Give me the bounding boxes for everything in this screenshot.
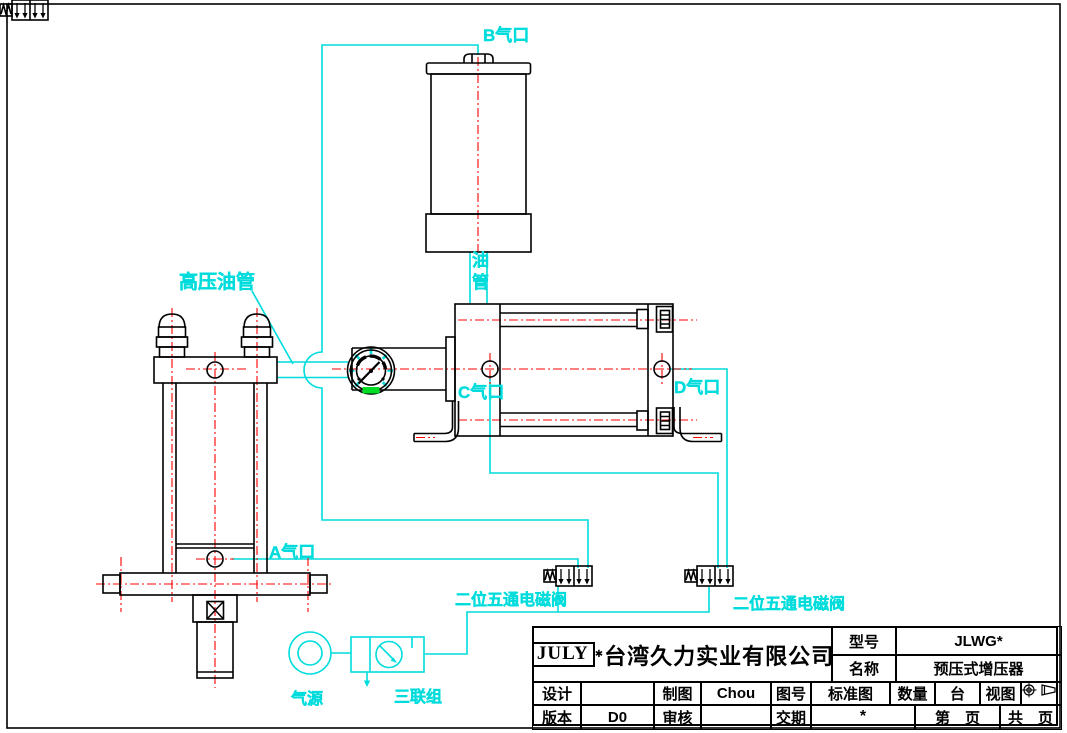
version-label: 版本 xyxy=(532,704,582,730)
delivery-value: * xyxy=(810,704,916,730)
page-border xyxy=(6,3,1061,729)
label-air-source: 气源 xyxy=(291,691,324,708)
label-frl-unit: 三联组 xyxy=(394,689,443,706)
projection-icons xyxy=(1021,682,1056,698)
name-value: 预压式增压器 xyxy=(895,654,1062,683)
draft-label: 制图 xyxy=(653,681,702,706)
solenoid-valve-1-symbol xyxy=(543,565,593,587)
oil-reservoir xyxy=(425,53,532,253)
pneumatic-lines xyxy=(232,44,728,687)
line-oil-pipe xyxy=(469,252,488,304)
review-label: 审核 xyxy=(653,704,702,730)
gauge-green-window xyxy=(362,387,380,394)
frl-symbol xyxy=(350,636,425,687)
page-number-cell: 第 页 xyxy=(914,704,1001,730)
pressure-gauge xyxy=(346,346,396,395)
name-label: 名称 xyxy=(831,654,897,683)
draft-value: Chou xyxy=(700,681,772,706)
title-block: JULY ✱ 台湾久力实业有限公司 型号 JLWG* 名称 预压式增压器 设计 … xyxy=(532,626,1062,730)
label-port-a: A气口 xyxy=(269,543,316,562)
machine-geometry xyxy=(0,0,734,679)
label-hp-oil-pipe: 高压油管 xyxy=(179,272,256,293)
drawing-no-label: 图号 xyxy=(770,681,812,706)
air-source-symbol xyxy=(288,631,351,675)
delivery-label: 交期 xyxy=(770,704,812,730)
model-label: 型号 xyxy=(831,626,897,656)
solenoid-valve-2-symbol xyxy=(684,565,734,587)
line-supply xyxy=(424,586,710,655)
label-oil-pipe: 油管 xyxy=(469,251,488,295)
july-logo: JULY xyxy=(533,642,595,667)
line-hp-oil-pipe xyxy=(277,361,348,379)
company-cell: JULY ✱ 台湾久力实业有限公司 xyxy=(532,626,833,683)
model-value: JLWG* xyxy=(895,626,1062,656)
qty-label: 数量 xyxy=(889,681,936,706)
logo-registered-mark: ✱ xyxy=(594,649,604,660)
line-port-c xyxy=(489,377,719,568)
company-name: 台湾久力实业有限公司 xyxy=(604,643,833,669)
view-label: 视图 xyxy=(979,681,1022,706)
projection-symbol-cell xyxy=(1020,681,1062,706)
booster-cylinder xyxy=(351,303,723,443)
drawing-no-value: 标准图 xyxy=(810,681,891,706)
output-cylinder xyxy=(102,313,328,679)
total-pages-cell: 共 页 xyxy=(999,704,1062,730)
label-solenoid-valve-1: 二位五通电磁阀 xyxy=(455,592,568,609)
line-port-a xyxy=(232,558,579,568)
design-label: 设计 xyxy=(532,681,582,706)
version-value: D0 xyxy=(580,704,655,730)
centerlines xyxy=(96,57,713,688)
line-port-b xyxy=(303,44,589,568)
qty-unit: 台 xyxy=(934,681,981,706)
label-solenoid-valve-2: 二位五通电磁阀 xyxy=(733,596,846,613)
label-port-d: D气口 xyxy=(674,378,721,397)
leader-hp-oil-pipe xyxy=(251,290,294,365)
review-value xyxy=(700,704,772,730)
label-port-b: B气口 xyxy=(483,26,530,45)
label-port-c: C气口 xyxy=(458,383,505,402)
design-value xyxy=(580,681,655,706)
